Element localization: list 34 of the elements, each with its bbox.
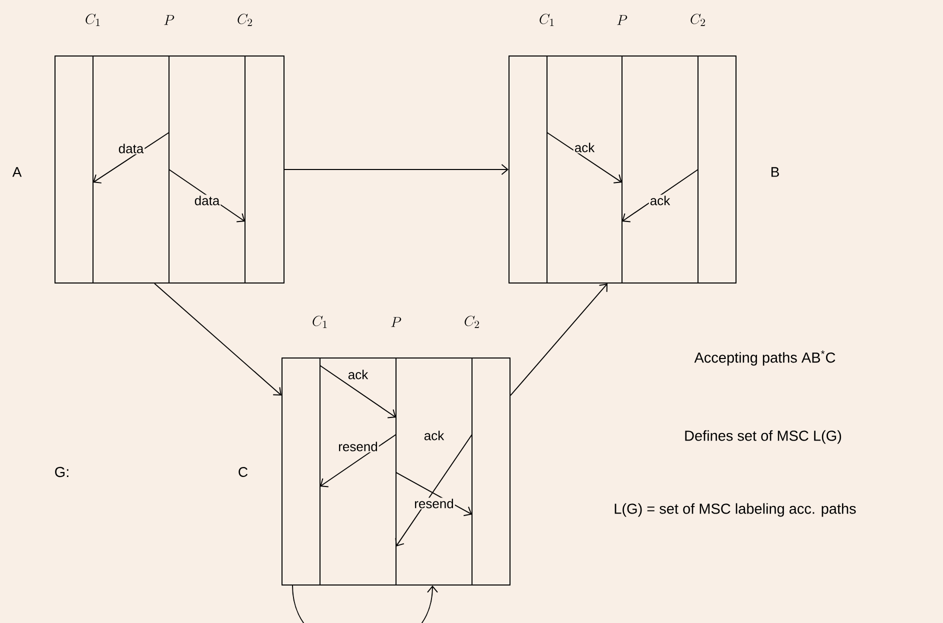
lifeline-header: $C_1$ (540, 14, 554, 26)
message-label: ack (574, 142, 595, 152)
message-label: data (194, 196, 220, 206)
lifeline-header: $C_1$ (312, 316, 327, 328)
note-text: G: (55, 466, 68, 478)
transition-arrow (510, 283, 608, 396)
message-label: data (118, 144, 144, 154)
lifeline-header: $C_2$ (690, 14, 705, 26)
note-text: Defines set of MSC L(G) (685, 430, 842, 444)
transition-arrow (154, 282, 282, 396)
message-label: ack (348, 370, 368, 380)
lifeline-header: $C_1$ (86, 14, 100, 26)
message-label: resend (339, 442, 378, 452)
message-arrow (546, 132, 622, 184)
message-label: ack (650, 196, 670, 206)
message-label: ack (424, 430, 444, 440)
message-arrow (395, 434, 472, 546)
note-text: L(G) = set of MSC labeling acc. paths (614, 503, 856, 517)
message-arrow (320, 364, 396, 418)
lifeline-header: $P$ (164, 15, 174, 25)
lifeline-header: $C_2$ (464, 316, 479, 328)
lifeline-header: $P$ (617, 15, 628, 25)
loop-arrow (292, 584, 438, 623)
transition-arrow (284, 164, 508, 175)
message-arrow (320, 434, 396, 488)
node-label: B (771, 167, 779, 177)
node-label: C (238, 467, 248, 477)
message-arrow (622, 169, 698, 222)
lifeline-header: $C_2$ (238, 14, 252, 26)
node-label: A (12, 167, 22, 177)
note-text: Accepting paths AB$^{*}$C (694, 350, 836, 366)
message-arrow (93, 132, 170, 184)
message-label: resend (415, 498, 454, 508)
lifeline-header: $P$ (391, 317, 402, 327)
